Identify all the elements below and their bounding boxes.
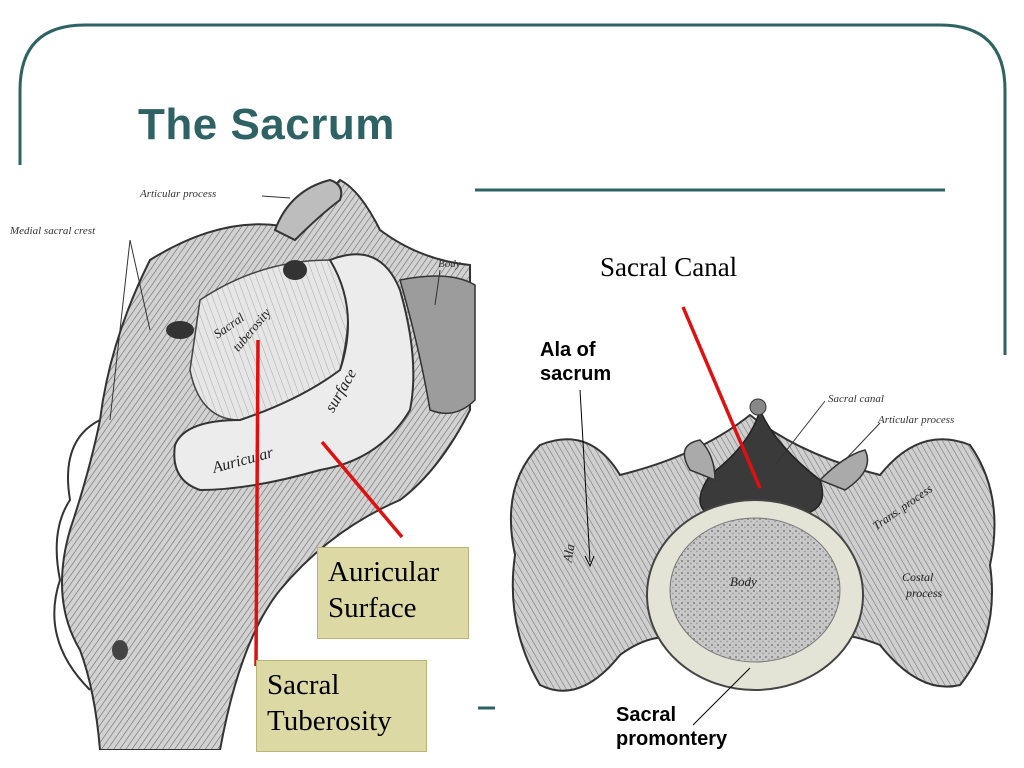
engraving-label-sacral-canal: Sacral canal [828,393,884,405]
sacral-promontory-label: Sacral promontery [616,703,727,751]
sacral-canal-label: Sacral Canal [600,252,738,282]
sacral-promontory-line2: promontery [616,728,728,750]
engraving-label-medial-sacral-crest: Medial sacral crest [10,225,96,237]
slide-title: The Sacrum [138,100,395,149]
engraving-label-body-right: Body [730,574,757,589]
ala-of-sacrum-line2: sacrum [540,363,612,385]
sacrum-superior-illustration [509,398,996,692]
engraving-label-costal: Costal [902,570,934,584]
auricular-surface-line1: Auricular [328,556,440,588]
engraving-label-articular-process-right: Articular process [878,414,955,426]
sacral-tuberosity-box: Sacral Tuberosity [256,660,427,752]
auricular-surface-line2: Surface [328,592,417,624]
sacral-tuberosity-line1: Sacral [267,669,340,701]
engraving-label-process: process [906,586,943,600]
engraving-label-articular-process: Articular process [140,188,217,200]
sacral-tuberosity-line2: Tuberosity [267,705,392,737]
auricular-surface-box: Auricular Surface [317,547,469,639]
sacral-promontory-line1: Sacral [616,704,677,726]
ala-of-sacrum-line1: Ala of [540,339,596,361]
ala-of-sacrum-label: Ala of sacrum [540,338,611,386]
sacrum-lateral-illustration [53,178,476,750]
engraving-label-body: Body [438,258,461,270]
